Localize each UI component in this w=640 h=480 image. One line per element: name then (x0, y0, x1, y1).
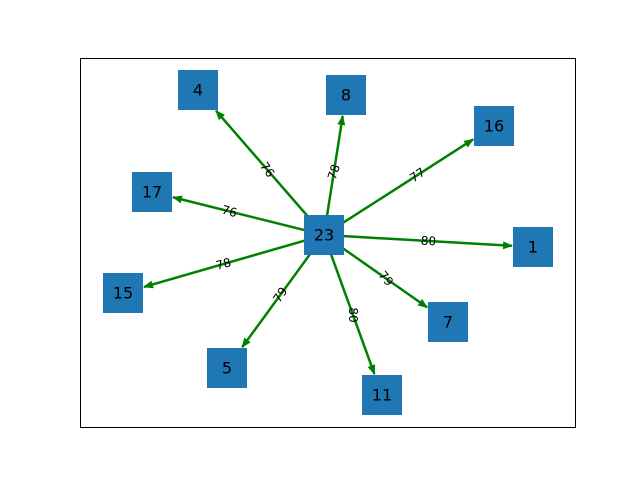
node-label-11: 11 (372, 386, 392, 405)
edges-layer (143, 109, 514, 376)
node-5: 5 (207, 348, 247, 388)
node-15: 15 (103, 273, 143, 313)
edge-23-8 (325, 114, 346, 220)
edge-23-7 (340, 245, 429, 309)
node-label-4: 4 (193, 81, 203, 100)
node-box-17 (132, 172, 172, 212)
edge-23-5 (241, 251, 313, 348)
edge-23-15 (143, 238, 309, 289)
edge-label-23-11: 80 (346, 307, 360, 322)
node-box-8 (326, 75, 366, 115)
edge-label-23-15: 78 (214, 255, 232, 272)
node-label-23: 23 (314, 226, 334, 245)
node-box-4 (178, 70, 218, 110)
node-8: 8 (326, 75, 366, 115)
node-label-5: 5 (222, 359, 232, 378)
node-box-16 (474, 106, 514, 146)
edge-23-17 (171, 195, 309, 233)
edge-label-23-16: 77 (407, 165, 427, 185)
node-7: 7 (428, 302, 468, 342)
node-box-11 (362, 375, 402, 415)
node-box-1 (513, 227, 553, 267)
node-label-7: 7 (443, 313, 453, 332)
edge-23-11 (328, 250, 376, 376)
node-box-5 (207, 348, 247, 388)
node-16: 16 (474, 106, 514, 146)
node-4: 4 (178, 70, 218, 110)
node-label-17: 17 (142, 183, 162, 202)
node-11: 11 (362, 375, 402, 415)
node-label-8: 8 (341, 86, 351, 105)
node-box-23 (304, 215, 344, 255)
node-label-15: 15 (113, 284, 133, 303)
node-23: 23 (304, 215, 344, 255)
edge-23-1 (339, 234, 514, 250)
node-box-15 (103, 273, 143, 313)
node-17: 17 (132, 172, 172, 212)
edge-label-23-17: 76 (220, 203, 238, 220)
nodes-layer: 23 4 8 16 17 1 15 7 5 11 (103, 70, 553, 415)
edge-label-23-5: 79 (270, 285, 290, 305)
node-label-1: 1 (528, 238, 538, 257)
edge-23-4 (215, 109, 311, 219)
edge-23-16 (339, 138, 474, 226)
edge-label-23-8: 78 (325, 163, 343, 182)
node-box-7 (428, 302, 468, 342)
node-1: 1 (513, 227, 553, 267)
edge-label-23-1: 80 (421, 234, 437, 249)
node-label-16: 16 (484, 117, 504, 136)
